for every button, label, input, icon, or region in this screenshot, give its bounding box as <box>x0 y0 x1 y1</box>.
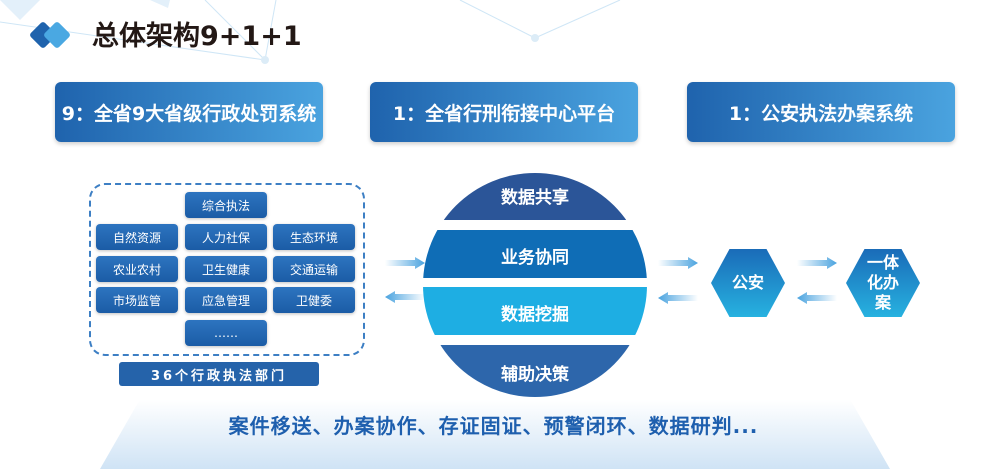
band-data-mining <box>423 287 647 335</box>
arrow-right-icon <box>797 257 837 269</box>
departments-group <box>89 183 365 356</box>
band-label: 数据挖掘 <box>501 305 569 325</box>
arrow-right-icon <box>385 257 425 269</box>
box-police-system: 1：公安执法办案系统 <box>687 82 955 142</box>
hex-police: 公安 <box>711 249 785 317</box>
band-label: 数据共享 <box>501 188 569 208</box>
arrow-left-icon <box>797 292 837 304</box>
dept-item: 自然资源 <box>96 224 178 250</box>
hex-integrated-case: 一体化办案 <box>846 249 920 317</box>
arrow-right-icon <box>658 257 698 269</box>
box-center-platform: 1：全省行刑衔接中心平台 <box>370 82 638 142</box>
dept-item: 人力社保 <box>185 224 267 250</box>
dept-item: 卫生健康 <box>185 256 267 282</box>
arrow-left-icon <box>658 292 698 304</box>
center-circle <box>423 173 647 397</box>
page-title: 总体架构9+1+1 <box>92 21 302 52</box>
bottom-platform <box>100 400 890 469</box>
arrow-left-icon <box>385 291 425 303</box>
band-label: 业务协同 <box>501 248 569 268</box>
logo-diamonds-icon <box>30 22 70 48</box>
departments-footer-label: 36个行政执法部门 <box>119 362 319 386</box>
dept-item: 卫健委 <box>273 287 355 313</box>
dept-item: 农业农村 <box>96 256 178 282</box>
dept-item: 市场监管 <box>96 287 178 313</box>
bottom-capabilities-text: 案件移送、办案协作、存证固证、预警闭环、数据研判... <box>228 414 759 438</box>
band-label: 辅助决策 <box>501 365 569 385</box>
dept-item-more: …… <box>185 320 267 346</box>
band-business-collab <box>423 230 647 278</box>
dept-item: 交通运输 <box>273 256 355 282</box>
box-admin-penalty-systems: 9：全省9大省级行政处罚系统 <box>55 82 323 142</box>
dept-item: 综合执法 <box>185 192 267 218</box>
dept-item: 生态环境 <box>273 224 355 250</box>
dept-item: 应急管理 <box>185 287 267 313</box>
